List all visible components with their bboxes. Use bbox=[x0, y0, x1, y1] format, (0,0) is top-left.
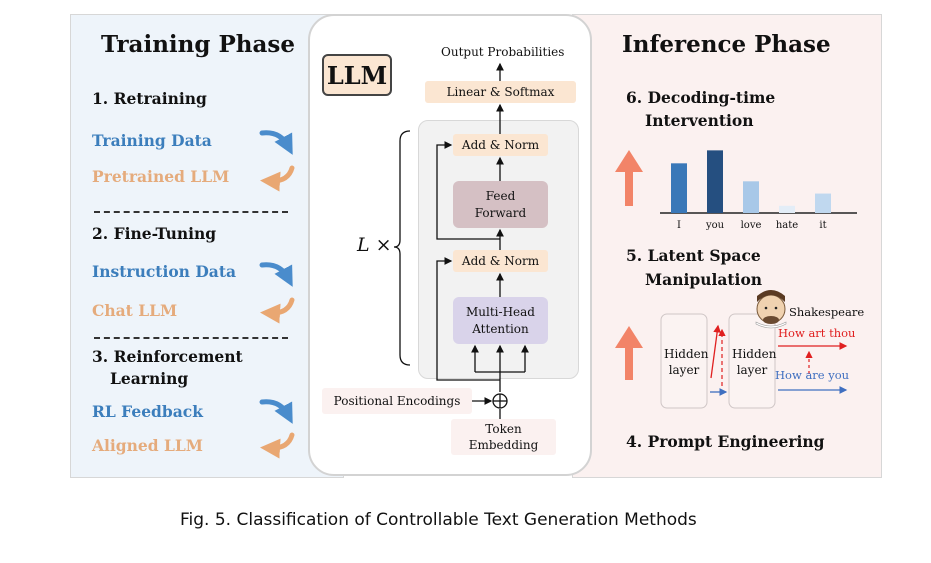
feed-forward-block: Feed Forward bbox=[453, 181, 548, 228]
reinforcement-heading: 3. Reinforcement bbox=[92, 347, 243, 366]
inference-phase-panel bbox=[572, 14, 882, 478]
token-line1: Token bbox=[485, 422, 522, 436]
fine-tuning-heading: 2. Fine-Tuning bbox=[92, 224, 217, 243]
blue-curved-arrow-icon bbox=[259, 130, 293, 424]
retraining-heading: 1. Retraining bbox=[92, 89, 207, 108]
chat-llm-label: Chat LLM bbox=[92, 301, 178, 320]
tick-label-it: it bbox=[819, 220, 826, 231]
tick-label-hate: hate bbox=[776, 220, 798, 231]
shakespeare-label: Shakespeare bbox=[789, 305, 865, 319]
learning-heading-cont: Learning bbox=[110, 369, 189, 388]
plus-circle-icon bbox=[492, 393, 508, 409]
add-norm-bottom-block: Add & Norm bbox=[453, 250, 548, 272]
layer-repeat-label: L × bbox=[357, 234, 392, 256]
figure-caption: Fig. 5. Classification of Controllable T… bbox=[180, 510, 697, 530]
token-line2: Embedding bbox=[468, 438, 539, 452]
output-probabilities-label: Output Probabilities bbox=[441, 45, 565, 59]
bar-I bbox=[671, 163, 687, 213]
layer-brace bbox=[393, 130, 411, 366]
training-phase-panel bbox=[70, 14, 344, 478]
bar-love bbox=[743, 181, 759, 213]
hidden-layer-2: Hidden layer bbox=[732, 346, 777, 378]
hidden-layer-1-line1: Hidden bbox=[664, 347, 709, 361]
bar-you bbox=[707, 150, 723, 213]
styled-output-text: How art thou bbox=[778, 326, 856, 340]
tick-label-I: I bbox=[677, 220, 681, 231]
add-norm-top-block: Add & Norm bbox=[453, 134, 548, 156]
mha-line2: Attention bbox=[472, 321, 529, 336]
tick-label-love: love bbox=[741, 220, 762, 231]
feed-forward-line2: Forward bbox=[474, 205, 527, 220]
training-phase-title: Training Phase bbox=[101, 31, 295, 58]
hidden-layer-2-line1: Hidden bbox=[732, 347, 777, 361]
multi-head-attention-block: Multi-Head Attention bbox=[453, 297, 548, 344]
prompt-engineering-heading: 4. Prompt Engineering bbox=[626, 432, 825, 451]
rl-feedback-label: RL Feedback bbox=[92, 402, 203, 421]
plain-output-text: How are you bbox=[775, 368, 850, 382]
aligned-llm-label: Aligned LLM bbox=[92, 436, 203, 455]
hidden-layer-1: Hidden layer bbox=[664, 346, 709, 378]
hidden-layer-2-line2: layer bbox=[736, 363, 768, 377]
token-embedding-block: Token Embedding bbox=[451, 419, 556, 455]
llm-badge: LLM bbox=[322, 54, 392, 96]
decoding-heading: 6. Decoding-time bbox=[626, 88, 776, 107]
inference-phase-title: Inference Phase bbox=[622, 31, 831, 58]
manipulation-heading-cont: Manipulation bbox=[645, 270, 763, 289]
latent-space-heading: 5. Latent Space bbox=[626, 246, 761, 265]
tick-label-you: you bbox=[705, 220, 725, 231]
up-arrow-icon bbox=[615, 326, 643, 380]
shakespeare-avatar-icon bbox=[755, 290, 787, 329]
training-data-label: Training Data bbox=[92, 131, 212, 150]
latent-space-diagram bbox=[615, 290, 848, 409]
hidden-layer-1-line2: layer bbox=[668, 363, 700, 377]
up-arrow-icon bbox=[615, 150, 643, 206]
divider bbox=[94, 211, 288, 213]
bar-hate bbox=[779, 205, 795, 213]
bar-it bbox=[815, 193, 831, 213]
mha-line1: Multi-Head bbox=[466, 304, 535, 319]
positional-encodings-block: Positional Encodings bbox=[322, 388, 472, 414]
intervention-heading-cont: Intervention bbox=[645, 111, 754, 130]
instruction-data-label: Instruction Data bbox=[92, 262, 237, 281]
linear-softmax-block: Linear & Softmax bbox=[425, 81, 576, 103]
pretrained-llm-label: Pretrained LLM bbox=[92, 167, 230, 186]
divider bbox=[94, 337, 288, 339]
tan-curved-arrow-icon bbox=[260, 165, 295, 459]
feed-forward-line1: Feed bbox=[485, 188, 516, 203]
